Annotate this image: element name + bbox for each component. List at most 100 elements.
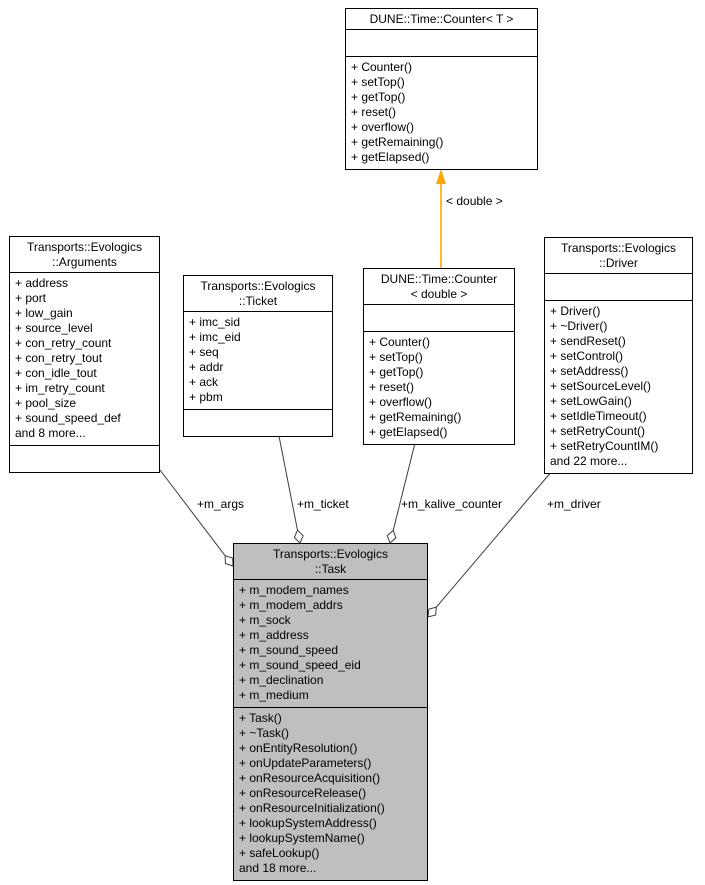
member-line: + imc_eid [189,330,241,344]
member-line: + Counter() [369,335,431,349]
attributes-section [346,30,537,57]
attributes-section [545,274,692,301]
member-line: + setRetryCount() [550,424,646,438]
member-line: + overflow() [369,395,433,409]
member-line: + onUpdateParameters() [239,756,372,770]
member-line: + setIdleTimeout() [550,409,647,423]
member-line: + pbm [189,390,223,404]
class-title-line: DUNE::Time::Counter [380,272,498,286]
class-title-line: Transports::Evologics [561,241,676,255]
class-box-driver[interactable]: Transports::Evologics ::Driver + Driver(… [544,237,693,474]
member-line: + getTop() [369,365,424,379]
member-line: + sound_speed_def [15,411,121,425]
member-line: + reset() [369,380,415,394]
member-line: + overflow() [351,120,415,134]
methods-section [10,446,159,472]
edge-m-driver [427,470,553,618]
class-box-ticket[interactable]: Transports::Evologics ::Ticket + imc_sid… [183,275,333,437]
member-line: + Driver() [550,304,601,318]
edge-label-m-driver: +m_driver [547,497,601,511]
member-line: + safeLookup() [239,846,320,860]
attributes-section [364,305,514,332]
class-title-line: ::Arguments [52,255,117,269]
member-line: + getTop() [351,90,406,104]
edge-m-ticket [277,430,304,544]
attributes-section: + address+ port+ low_gain+ source_level+… [10,273,159,446]
member-line: + Task() [239,711,282,725]
methods-section: + Task()+ ~Task()+ onEntityResolution()+… [234,708,427,880]
member-line: + sendReset() [550,334,626,348]
member-line: and 8 more... [15,426,86,440]
member-line: + im_retry_count [15,381,105,395]
methods-section: + Driver()+ ~Driver()+ sendReset()+ setC… [545,301,692,473]
edge-template-instantiation [436,169,446,268]
aggregation-diamond-icon [427,606,437,618]
edge-m-args [159,469,234,567]
member-line: + pool_size [15,396,77,410]
member-line: + address [15,276,69,290]
member-line: + port [15,291,47,305]
edge-label-m-ticket: +m_ticket [297,497,349,511]
class-title-line: < double > [410,287,468,301]
member-line: + imc_sid [189,315,241,329]
class-title-line: DUNE::Time::Counter< T > [369,12,514,26]
member-line: + setLowGain() [550,394,632,408]
class-title-line: Transports::Evologics [200,279,316,293]
class-title-line: Transports::Evologics [273,547,388,561]
member-line: + m_sound_speed [239,643,339,657]
aggregation-diamond-icon [293,529,304,544]
member-line: + addr [189,360,224,374]
member-line: + onEntityResolution() [239,741,358,755]
member-line: + con_idle_tout [15,366,97,380]
member-line: + ~Driver() [550,319,608,333]
member-line: + getElapsed() [369,425,448,439]
member-line: + onResourceAcquisition() [239,771,381,785]
member-line: + setControl() [550,349,624,363]
member-line: + onResourceRelease() [239,786,367,800]
edge-m-kalive-counter [386,442,416,544]
class-box-counter-t[interactable]: DUNE::Time::Counter< T > + Counter()+ se… [345,8,538,170]
class-title: Transports::Evologics ::Task [234,544,427,580]
member-line: + ack [189,375,219,389]
member-line: + con_retry_tout [15,351,103,365]
member-line: + con_retry_count [15,336,112,350]
attributes-section: + imc_sid+ imc_eid+ seq+ addr+ ack+ pbm [184,312,332,410]
class-box-arguments[interactable]: Transports::Evologics ::Arguments + addr… [9,236,160,473]
member-line: + setSourceLevel() [550,379,652,393]
member-line: + Counter() [351,60,413,74]
member-line: + m_modem_names [239,583,349,597]
member-line: + onResourceInitialization() [239,801,385,815]
edge-label-m-kalive-counter: +m_kalive_counter [401,497,503,511]
member-line: and 18 more... [239,861,317,875]
member-line: + m_modem_addrs [239,598,343,612]
member-line: + m_declination [239,673,324,687]
member-line: + source_level [15,321,93,335]
class-box-counter-double[interactable]: DUNE::Time::Counter < double > + Counter… [363,268,515,445]
methods-section [184,410,332,436]
member-line: + setTop() [351,75,405,89]
member-line: + lookupSystemAddress() [239,816,377,830]
member-line: + getElapsed() [351,150,430,164]
member-line: + lookupSystemName() [239,831,365,845]
member-line: + getRemaining() [351,135,444,149]
class-title: Transports::Evologics ::Arguments [10,237,159,273]
member-line: + ~Task() [239,726,290,740]
class-title: Transports::Evologics ::Driver [545,238,692,274]
member-line: and 22 more... [550,454,628,468]
methods-section: + Counter()+ setTop()+ getTop()+ reset()… [346,57,537,169]
member-line: + reset() [351,105,397,119]
attributes-section: + m_modem_names+ m_modem_addrs+ m_sock+ … [234,580,427,708]
class-box-task[interactable]: Transports::Evologics ::Task + m_modem_n… [233,543,428,881]
class-title: Transports::Evologics ::Ticket [184,276,332,312]
member-line: + m_medium [239,688,309,702]
aggregation-diamond-icon [386,529,397,544]
class-title-line: ::Ticket [238,294,278,308]
aggregation-diamond-icon [224,555,234,567]
methods-section: + Counter()+ setTop()+ getTop()+ reset()… [364,332,514,444]
edge-label-m-args: +m_args [197,497,245,511]
class-title: DUNE::Time::Counter< T > [346,9,537,30]
class-title-line: ::Driver [599,256,638,270]
member-line: + m_sound_speed_eid [239,658,361,672]
